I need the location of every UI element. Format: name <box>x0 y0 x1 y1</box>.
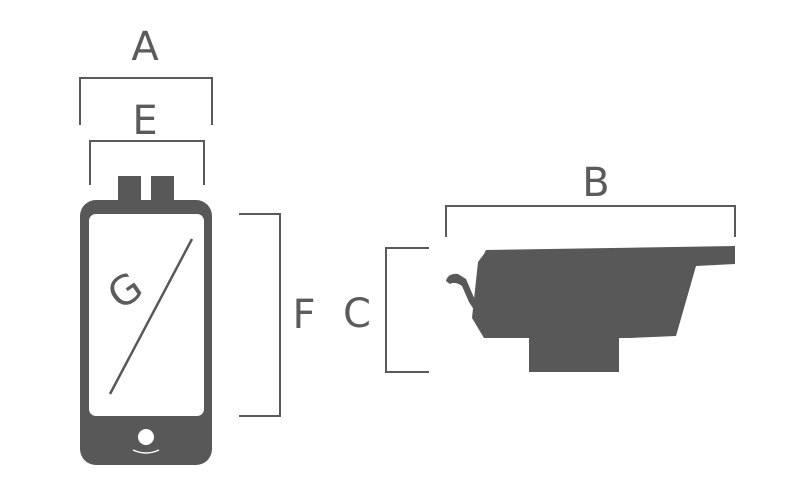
front-button-underline <box>132 449 160 454</box>
dimension-f-bracket <box>239 213 281 417</box>
dimension-e-bracket <box>89 140 205 185</box>
front-tab-left <box>118 176 141 202</box>
front-view: A E G F <box>79 24 316 465</box>
front-inner-face <box>89 214 204 416</box>
dimension-e-label: E <box>132 98 157 144</box>
dimension-c-bracket <box>385 247 429 373</box>
dimension-b-label: B <box>582 160 609 206</box>
side-view: B C <box>343 160 736 373</box>
front-tab-right <box>151 176 174 202</box>
dimension-a-bracket <box>79 77 213 125</box>
dimension-c-label: C <box>343 291 371 337</box>
front-button-icon <box>138 429 154 445</box>
dimension-a-label: A <box>131 24 159 70</box>
side-body <box>472 246 735 338</box>
front-diagonal-line <box>108 238 194 395</box>
dimension-b-bracket <box>445 205 736 237</box>
side-base <box>529 330 619 372</box>
dimension-f-label: F <box>292 292 315 338</box>
